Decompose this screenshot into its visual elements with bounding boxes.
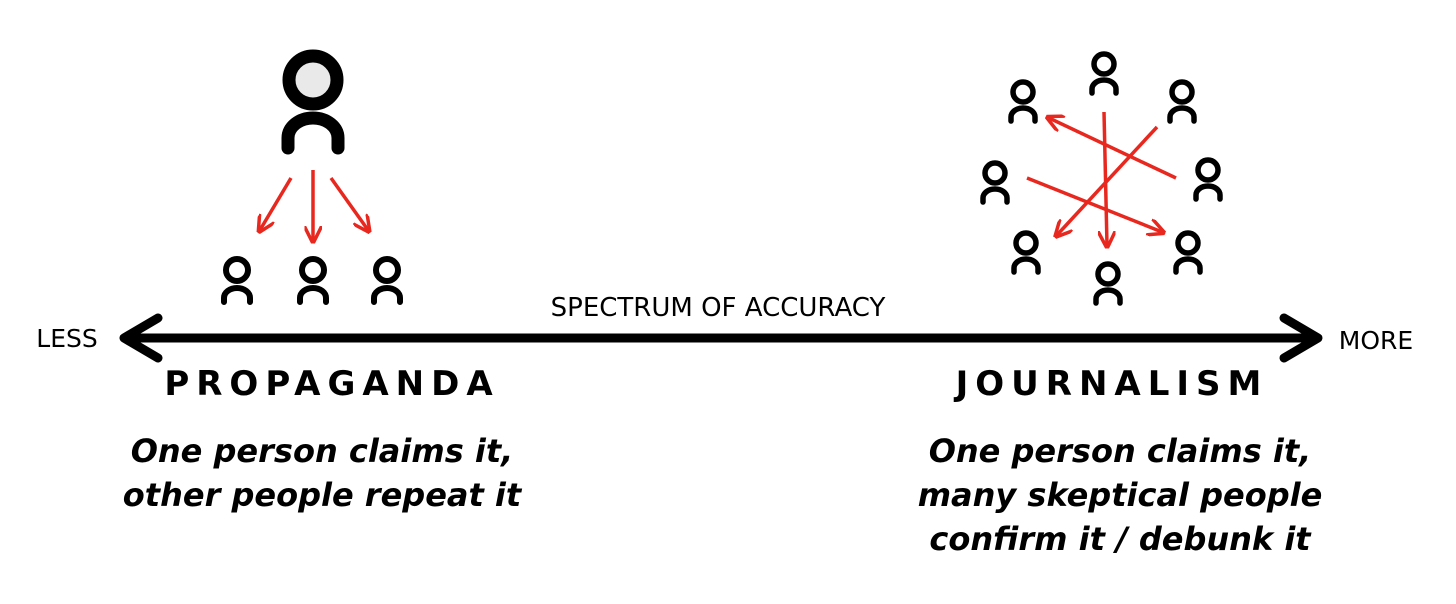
axis-left-label: LESS xyxy=(36,324,97,353)
participant-person-icon xyxy=(1011,230,1041,275)
arrow-left-to-bottomright xyxy=(1026,176,1162,232)
source-person-icon xyxy=(281,49,345,155)
arrow-top-to-bottom xyxy=(1104,111,1107,245)
journalism-description: One person claims it, many skeptical peo… xyxy=(918,432,1323,558)
propaganda-description: One person claims it, other people repea… xyxy=(123,432,523,514)
repeater-person-icon xyxy=(221,256,253,305)
propaganda-description-line: One person claims it, xyxy=(131,432,514,470)
participant-person-icon xyxy=(1173,230,1203,275)
arrow-to-left-repeater xyxy=(260,177,293,230)
arrow-topright-to-bottomleft xyxy=(1057,125,1159,235)
right-arrowhead xyxy=(1279,313,1323,363)
arrow-to-right-repeater xyxy=(329,176,368,230)
spectrum-axis: SPECTRUM OF ACCURACY LESS MORE xyxy=(36,293,1413,363)
journalism-description-line: One person claims it, xyxy=(929,432,1312,470)
journalism-description-line: confirm it / debunk it xyxy=(929,520,1312,558)
participant-person-icon xyxy=(1093,261,1123,306)
propaganda-description-line: other people repeat it xyxy=(123,476,523,514)
journalism-description-line: many skeptical people xyxy=(918,476,1323,514)
journalism-heading: JOURNALISM xyxy=(954,364,1269,404)
participant-person-icon xyxy=(1167,79,1197,124)
axis-right-label: MORE xyxy=(1339,326,1413,355)
arrow-right-to-topleft xyxy=(1049,118,1177,180)
left-arrowhead xyxy=(119,313,163,363)
propaganda-group xyxy=(221,49,403,305)
participant-person-icon xyxy=(1089,51,1119,96)
axis-title: SPECTRUM OF ACCURACY xyxy=(551,293,886,323)
propaganda-arrows xyxy=(260,170,368,240)
participant-person-icon xyxy=(1193,157,1223,202)
journalism-group xyxy=(980,51,1223,306)
repeater-person-icon xyxy=(371,256,403,305)
repeater-person-icon xyxy=(297,256,329,305)
propaganda-heading: PROPAGANDA xyxy=(164,364,499,404)
participant-person-icon xyxy=(1008,79,1038,124)
journalism-arrows xyxy=(1026,111,1177,245)
participant-person-icon xyxy=(980,160,1010,205)
